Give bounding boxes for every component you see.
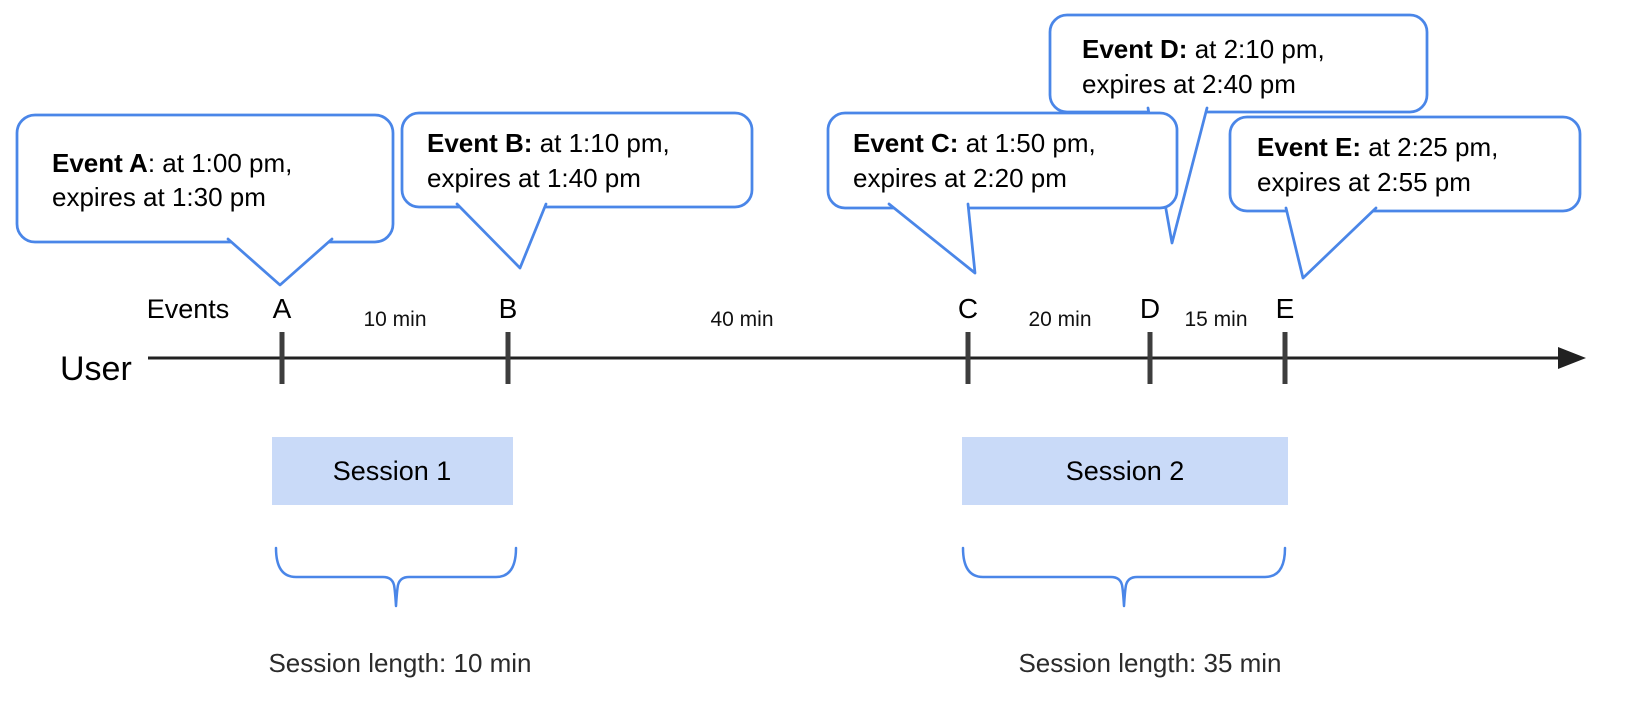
event-bubble-a: Event A: at 1:00 pm, expires at 1:30 pm: [15, 113, 395, 287]
event-bubble-b-title: Event B:: [427, 128, 532, 158]
event-bubble-b-line1: Event B: at 1:10 pm,: [427, 128, 670, 158]
event-bubble-d-line1: Event D: at 2:10 pm,: [1082, 34, 1325, 64]
session-1-brace: [274, 546, 518, 608]
event-mark-label-b: B: [499, 293, 518, 324]
event-bubble-e-line2: expires at 2:55 pm: [1257, 167, 1471, 197]
event-bubble-b: Event B: at 1:10 pm, expires at 1:40 pm: [400, 111, 754, 270]
event-bubble-a-line1: Event A: at 1:00 pm,: [52, 148, 292, 178]
event-bubble-d-box: [1048, 13, 1429, 114]
event-bubble-c-box: [826, 111, 1179, 210]
event-bubble-c-tail: [887, 202, 977, 275]
session-2-length-label: Session length: 35 min: [1018, 648, 1281, 678]
user-label: User: [60, 350, 132, 388]
session-1-box: [272, 437, 513, 505]
session-2-brace: [961, 546, 1287, 608]
event-bubble-a-time: : at 1:00 pm,: [148, 148, 293, 178]
event-mark-label-e: E: [1276, 293, 1295, 324]
event-bubble-a-box: [15, 113, 395, 244]
event-bubble-c-time: at 1:50 pm,: [958, 128, 1095, 158]
event-bubble-d-line2: expires at 2:40 pm: [1082, 69, 1296, 99]
event-bubble-a-line2: expires at 1:30 pm: [52, 182, 266, 212]
event-bubble-e-tail: [1284, 206, 1378, 280]
interval-label-b-c: 40 min: [710, 308, 773, 331]
event-bubble-d: Event D: at 2:10 pm, expires at 2:40 pm: [1048, 13, 1429, 245]
interval-label-d-e: 15 min: [1184, 308, 1247, 331]
event-bubble-a-title: Event A: [52, 148, 148, 178]
event-bubble-e-time: at 2:25 pm,: [1361, 132, 1498, 162]
event-bubble-b-box: [400, 111, 754, 209]
event-bubble-a-tail: [226, 237, 334, 287]
event-bubble-e-box: [1228, 115, 1582, 213]
event-bubble-b-line2: expires at 1:40 pm: [427, 163, 641, 193]
event-bubble-d-title: Event D:: [1082, 34, 1187, 64]
event-bubble-c-line2: expires at 2:20 pm: [853, 163, 1067, 193]
session-2-label: Session 2: [1066, 456, 1185, 486]
event-bubble-e-line1: Event E: at 2:25 pm,: [1257, 132, 1498, 162]
event-bubble-c: Event C: at 1:50 pm, expires at 2:20 pm: [826, 111, 1179, 275]
event-bubble-d-time: at 2:10 pm,: [1187, 34, 1324, 64]
event-bubble-c-line1: Event C: at 1:50 pm,: [853, 128, 1096, 158]
event-bubble-c-title: Event C:: [853, 128, 958, 158]
event-bubble-e-title: Event E:: [1257, 132, 1361, 162]
event-mark-label-c: C: [958, 293, 978, 324]
event-bubble-e: Event E: at 2:25 pm, expires at 2:55 pm: [1228, 115, 1582, 280]
session-2-box: [962, 437, 1288, 505]
event-bubble-b-time: at 1:10 pm,: [532, 128, 669, 158]
event-bubble-b-tail: [455, 202, 548, 270]
events-row-label: Events: [147, 294, 230, 324]
session-1-label: Session 1: [333, 456, 452, 486]
interval-label-a-b: 10 min: [363, 308, 426, 331]
interval-label-c-d: 20 min: [1028, 308, 1091, 331]
event-mark-label-a: A: [273, 293, 292, 324]
timeline-arrowhead-icon: [1558, 347, 1586, 369]
session-1-length-label: Session length: 10 min: [268, 648, 531, 678]
event-mark-label-d: D: [1140, 293, 1160, 324]
